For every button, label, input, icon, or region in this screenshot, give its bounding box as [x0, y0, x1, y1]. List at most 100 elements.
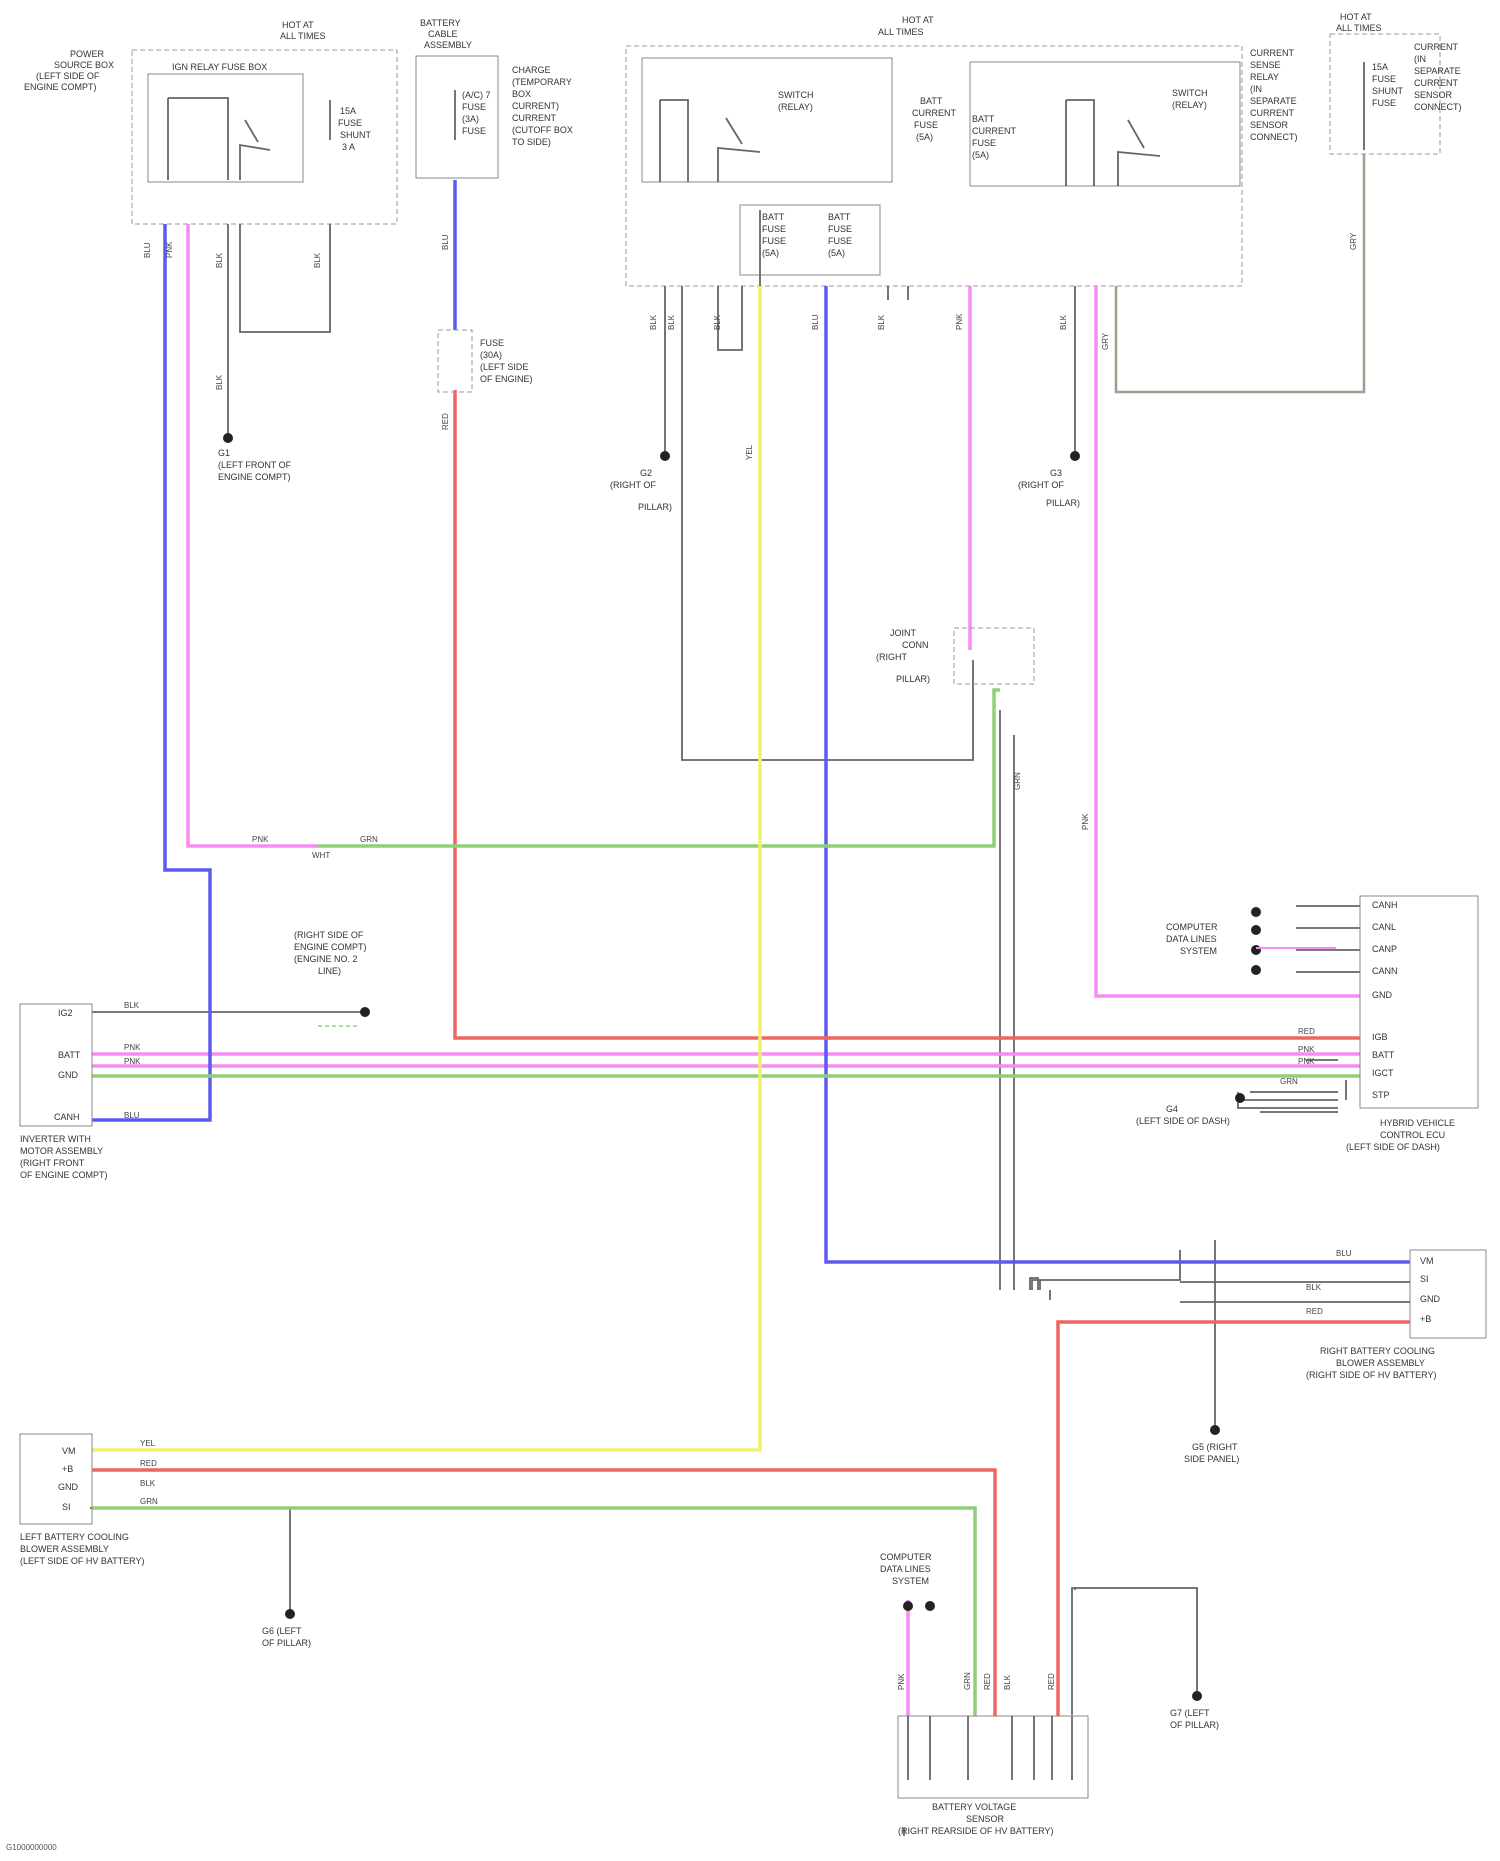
- svg-text:CHARGE: CHARGE: [512, 65, 551, 75]
- wire-label-white-1: WHT: [312, 851, 330, 860]
- svg-text:SENSOR: SENSOR: [1414, 90, 1453, 100]
- wire-label-black-3: BLK: [215, 374, 224, 390]
- relay-a-line2: (RELAY): [778, 102, 813, 112]
- wire-label-pink-5: PNK: [124, 1043, 141, 1052]
- ground-g3-icon: [1070, 451, 1080, 461]
- svg-text:CONNECT): CONNECT): [1414, 102, 1462, 112]
- svg-text:(IN: (IN: [1250, 84, 1262, 94]
- svg-text:(IN: (IN: [1414, 54, 1426, 64]
- fuse-left-line2: FUSE: [338, 118, 362, 128]
- svg-text:G2: G2: [640, 468, 652, 478]
- svg-text:FUSE: FUSE: [762, 236, 786, 246]
- svg-text:ENGINE COMPT): ENGINE COMPT): [218, 472, 291, 482]
- black-wire-ecu-lines: [1250, 1092, 1338, 1112]
- lb-pin-3: SI: [62, 1502, 71, 1512]
- svg-text:(5A): (5A): [916, 132, 933, 142]
- wire-label-pink-2: PNK: [955, 313, 964, 330]
- wire-label-blue-2: BLU: [441, 234, 450, 250]
- hybrid-ecu-pin-0: CANH: [1372, 900, 1398, 910]
- wire-label-black-6: BLK: [713, 314, 722, 330]
- inverter-pin-3: CANH: [54, 1112, 80, 1122]
- wire-label-black-2: BLK: [313, 252, 322, 268]
- joint-connector: JOINT CONN (RIGHT PILLAR): [876, 628, 1034, 684]
- fuse-cable-line2: FUSE: [462, 102, 486, 112]
- wire-label-black-8: BLK: [1059, 314, 1068, 330]
- right-fuse-box: HOT AT ALL TIMES 15A FUSE SHUNT FUSE CUR…: [1330, 12, 1462, 154]
- wire-label-blue-5: BLU: [1336, 1249, 1352, 1258]
- svg-text:CURRENT: CURRENT: [512, 113, 557, 123]
- right-fuse: 15A FUSE SHUNT FUSE: [1372, 62, 1404, 108]
- wire-label-red-6: RED: [1047, 1673, 1056, 1690]
- svg-text:SEPARATE: SEPARATE: [1250, 96, 1297, 106]
- svg-text:G7 (LEFT: G7 (LEFT: [1170, 1708, 1210, 1718]
- svg-text:BATT: BATT: [920, 96, 943, 106]
- svg-text:LEFT BATTERY COOLING: LEFT BATTERY COOLING: [20, 1532, 129, 1542]
- svg-text:G3: G3: [1050, 468, 1062, 478]
- inverter-assembly: IG2 BATT GND CANH INVERTER WITH MOTOR AS…: [20, 1004, 108, 1180]
- relay-b-switch: [1118, 120, 1160, 186]
- lb-pin-1: +B: [62, 1464, 73, 1474]
- wire-label-black-4: BLK: [649, 314, 658, 330]
- lb-pin-0: VM: [62, 1446, 76, 1456]
- sensor-note-dot-2: [925, 1601, 935, 1611]
- wire-label-blue-1: BLU: [143, 242, 152, 258]
- battery-cable-line3: ASSEMBLY: [424, 40, 472, 50]
- wire-green-left-block: [92, 1508, 975, 1716]
- svg-text:CURRENT: CURRENT: [1250, 108, 1295, 118]
- svg-text:RELAY: RELAY: [1250, 72, 1279, 82]
- wire-pink-left: [188, 224, 318, 846]
- svg-text:BATT: BATT: [762, 212, 785, 222]
- data-line-dot-3: [1251, 945, 1261, 955]
- svg-text:OF ENGINE): OF ENGINE): [480, 374, 533, 384]
- wire-red-right-block: [1058, 1322, 1410, 1716]
- wire-label-red-2: RED: [1298, 1027, 1315, 1036]
- inverter-pin-2: GND: [58, 1070, 79, 1080]
- svg-text:CURRENT): CURRENT): [512, 101, 559, 111]
- wire-label-black-11: BLK: [140, 1479, 156, 1488]
- ground-g3: G3 (RIGHT OF PILLAR): [1018, 451, 1080, 508]
- svg-text:(RIGHT SIDE OF: (RIGHT SIDE OF: [294, 930, 364, 940]
- svg-text:SEPARATE: SEPARATE: [1414, 66, 1461, 76]
- svg-text:(RIGHT OF: (RIGHT OF: [1018, 480, 1064, 490]
- wire-label-green-3: GRN: [1280, 1077, 1298, 1086]
- svg-text:FUSE: FUSE: [480, 338, 504, 348]
- hybrid-ecu-pin-3: CANN: [1372, 966, 1398, 976]
- svg-text:G5 (RIGHT: G5 (RIGHT: [1192, 1442, 1238, 1452]
- svg-text:FUSE: FUSE: [828, 236, 852, 246]
- sensor-note-dot-1: [903, 1601, 913, 1611]
- wire-label-black-12: BLK: [1003, 1674, 1012, 1690]
- svg-text:FUSE: FUSE: [762, 224, 786, 234]
- svg-text:G1: G1: [218, 448, 230, 458]
- svg-text:SYSTEM: SYSTEM: [892, 1576, 929, 1586]
- svg-text:SENSE: SENSE: [1250, 60, 1281, 70]
- fuse-left-line4: 3 A: [342, 142, 355, 152]
- svg-text:RIGHT BATTERY COOLING: RIGHT BATTERY COOLING: [1320, 1346, 1435, 1356]
- hybrid-ecu-pin-1: CANL: [1372, 922, 1396, 932]
- wire-label-gray-1: GRY: [1101, 332, 1110, 350]
- fuse-cable-line1: (A/C) 7: [462, 90, 491, 100]
- center-note: CURRENT SENSE RELAY (IN SEPARATE CURRENT…: [1250, 48, 1298, 142]
- wire-label-blue-4: BLU: [124, 1111, 140, 1120]
- svg-text:(RIGHT SIDE OF HV BATTERY): (RIGHT SIDE OF HV BATTERY): [1306, 1370, 1437, 1380]
- wire-blue-left: [92, 224, 210, 1120]
- svg-text:(CUTOFF BOX: (CUTOFF BOX: [512, 125, 573, 135]
- power-source-line1: POWER: [70, 49, 105, 59]
- svg-text:COMPUTER: COMPUTER: [880, 1552, 932, 1562]
- ground-g2: G2 (RIGHT OF PILLAR): [610, 451, 672, 512]
- svg-text:DATA LINES: DATA LINES: [1166, 934, 1217, 944]
- svg-text:HYBRID VEHICLE: HYBRID VEHICLE: [1380, 1118, 1455, 1128]
- relay-b-line2: (RELAY): [1172, 100, 1207, 110]
- wire-green-top: [318, 690, 1000, 846]
- wire-label-pink-9: PNK: [897, 1673, 906, 1690]
- svg-text:(LEFT SIDE OF DASH): (LEFT SIDE OF DASH): [1346, 1142, 1440, 1152]
- ground-g5-icon: [1210, 1425, 1220, 1435]
- wire-label-pink-1: PNK: [165, 241, 174, 258]
- fuse-mid3: BATT FUSE FUSE (5A): [828, 212, 852, 258]
- engine-ground-icon: [360, 1007, 370, 1017]
- inverter-pin-1: BATT: [58, 1050, 81, 1060]
- rb-pin-2: GND: [1420, 1294, 1441, 1304]
- svg-text:SENSOR: SENSOR: [966, 1814, 1005, 1824]
- sensor-pins: [908, 1716, 1072, 1780]
- svg-text:BATTERY VOLTAGE: BATTERY VOLTAGE: [932, 1802, 1016, 1812]
- wire-label-black-5: BLK: [667, 314, 676, 330]
